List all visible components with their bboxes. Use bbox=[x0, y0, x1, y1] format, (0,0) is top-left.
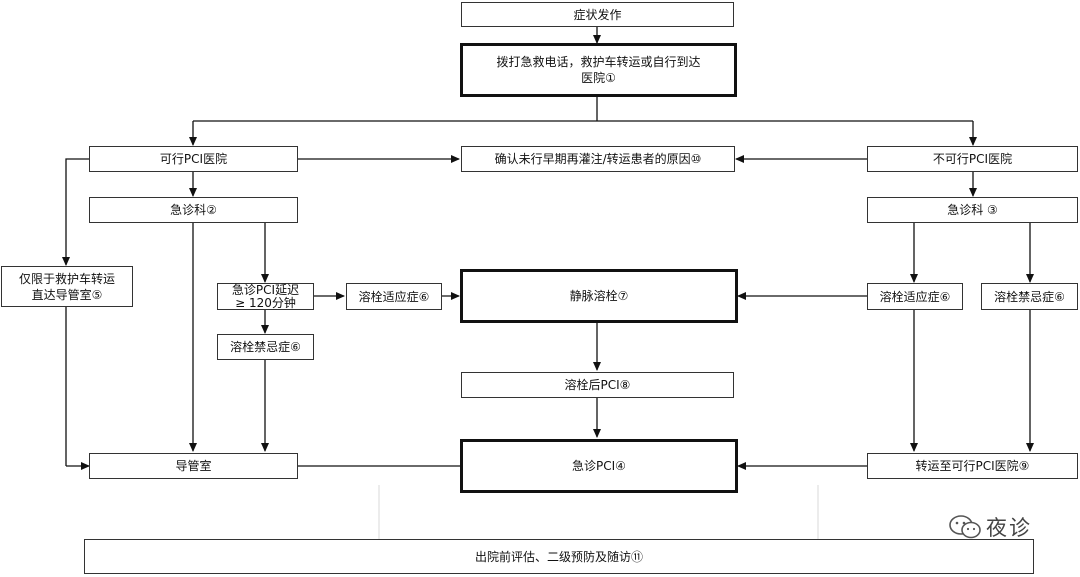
node-confirm-reason: 确认未行早期再灌注/转运患者的原因⑩ bbox=[461, 146, 735, 172]
node-emergency-pci: 急诊PCI④ bbox=[460, 439, 738, 493]
watermark: 夜诊 bbox=[948, 512, 1032, 542]
scan-artifact-line bbox=[817, 485, 819, 543]
wechat-icon bbox=[949, 515, 981, 539]
node-pci-hospital: 可行PCI医院 bbox=[89, 146, 298, 172]
node-call-emergency: 拨打急救电话，救护车转运或自行到达 医院① bbox=[460, 43, 737, 97]
node-non-pci-hospital: 不可行PCI医院 bbox=[867, 146, 1078, 172]
node-lysis-contra-right: 溶栓禁忌症⑥ bbox=[981, 283, 1078, 310]
node-cath-lab: 导管室 bbox=[89, 453, 298, 479]
node-lysis-indication-mid: 溶栓适应症⑥ bbox=[346, 283, 442, 310]
node-symptom-onset: 症状发作 bbox=[461, 2, 734, 27]
node-post-lysis-pci: 溶栓后PCI⑧ bbox=[461, 372, 734, 398]
node-transfer-pci: 转运至可行PCI医院⑨ bbox=[867, 453, 1078, 479]
scan-artifact-line bbox=[378, 485, 380, 543]
node-pci-delay: 急诊PCI延迟 ≥ 120分钟 bbox=[217, 283, 314, 310]
arrow-pci-to-ambulance bbox=[65, 158, 89, 264]
watermark-text: 夜诊 bbox=[986, 516, 1032, 540]
node-er-right: 急诊科 ③ bbox=[867, 197, 1078, 223]
node-lysis-contra-left: 溶栓禁忌症⑥ bbox=[217, 334, 314, 360]
node-iv-thrombolysis: 静脉溶栓⑦ bbox=[460, 269, 738, 323]
node-discharge: 出院前评估、二级预防及随访⑪ bbox=[84, 539, 1034, 574]
node-lysis-indication-right: 溶栓适应症⑥ bbox=[867, 283, 963, 310]
node-er-left: 急诊科② bbox=[89, 197, 298, 223]
node-ambulance-direct: 仅限于救护车转运 直达导管室⑤ bbox=[1, 266, 133, 307]
